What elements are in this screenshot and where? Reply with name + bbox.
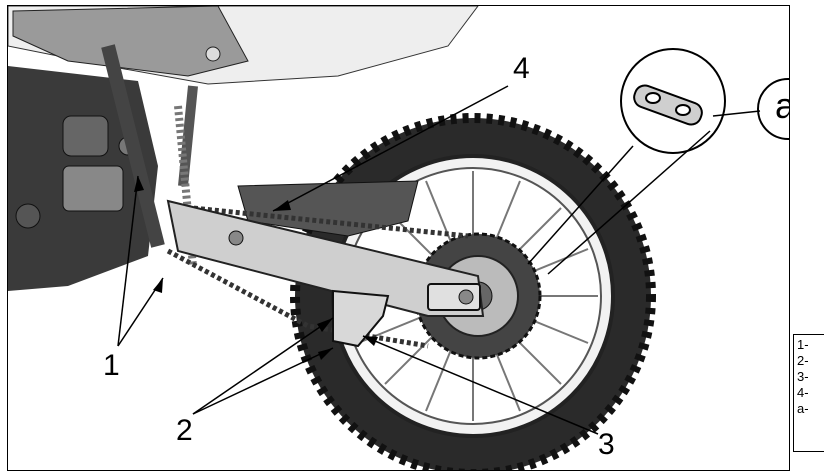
brake-bracket bbox=[332, 289, 390, 348]
legend-item-4: 4- bbox=[797, 385, 809, 400]
swingarm bbox=[166, 199, 485, 317]
callout-4: 4 bbox=[513, 52, 530, 85]
figure-frame: 4 1 2 3 a bbox=[7, 5, 790, 471]
callout-2: 2 bbox=[176, 414, 193, 447]
callout-1: 1 bbox=[103, 349, 120, 382]
frame-tube bbox=[101, 44, 165, 248]
legend-item-1: 1- bbox=[797, 337, 809, 352]
legend-box: 1- 2- 3- 4- a- bbox=[793, 334, 824, 452]
callout-3: 3 bbox=[598, 428, 615, 461]
drive-chain bbox=[166, 248, 429, 349]
motorcycle-rear-swingarm-photo bbox=[8, 6, 789, 470]
legend-item-3: 3- bbox=[797, 369, 809, 384]
callout-a: a bbox=[775, 88, 789, 124]
legend-item-a: a- bbox=[797, 401, 809, 416]
legend-item-2: 2- bbox=[797, 353, 809, 368]
side-panel-graphic bbox=[12, 6, 249, 77]
frame-tube-2 bbox=[178, 85, 198, 187]
